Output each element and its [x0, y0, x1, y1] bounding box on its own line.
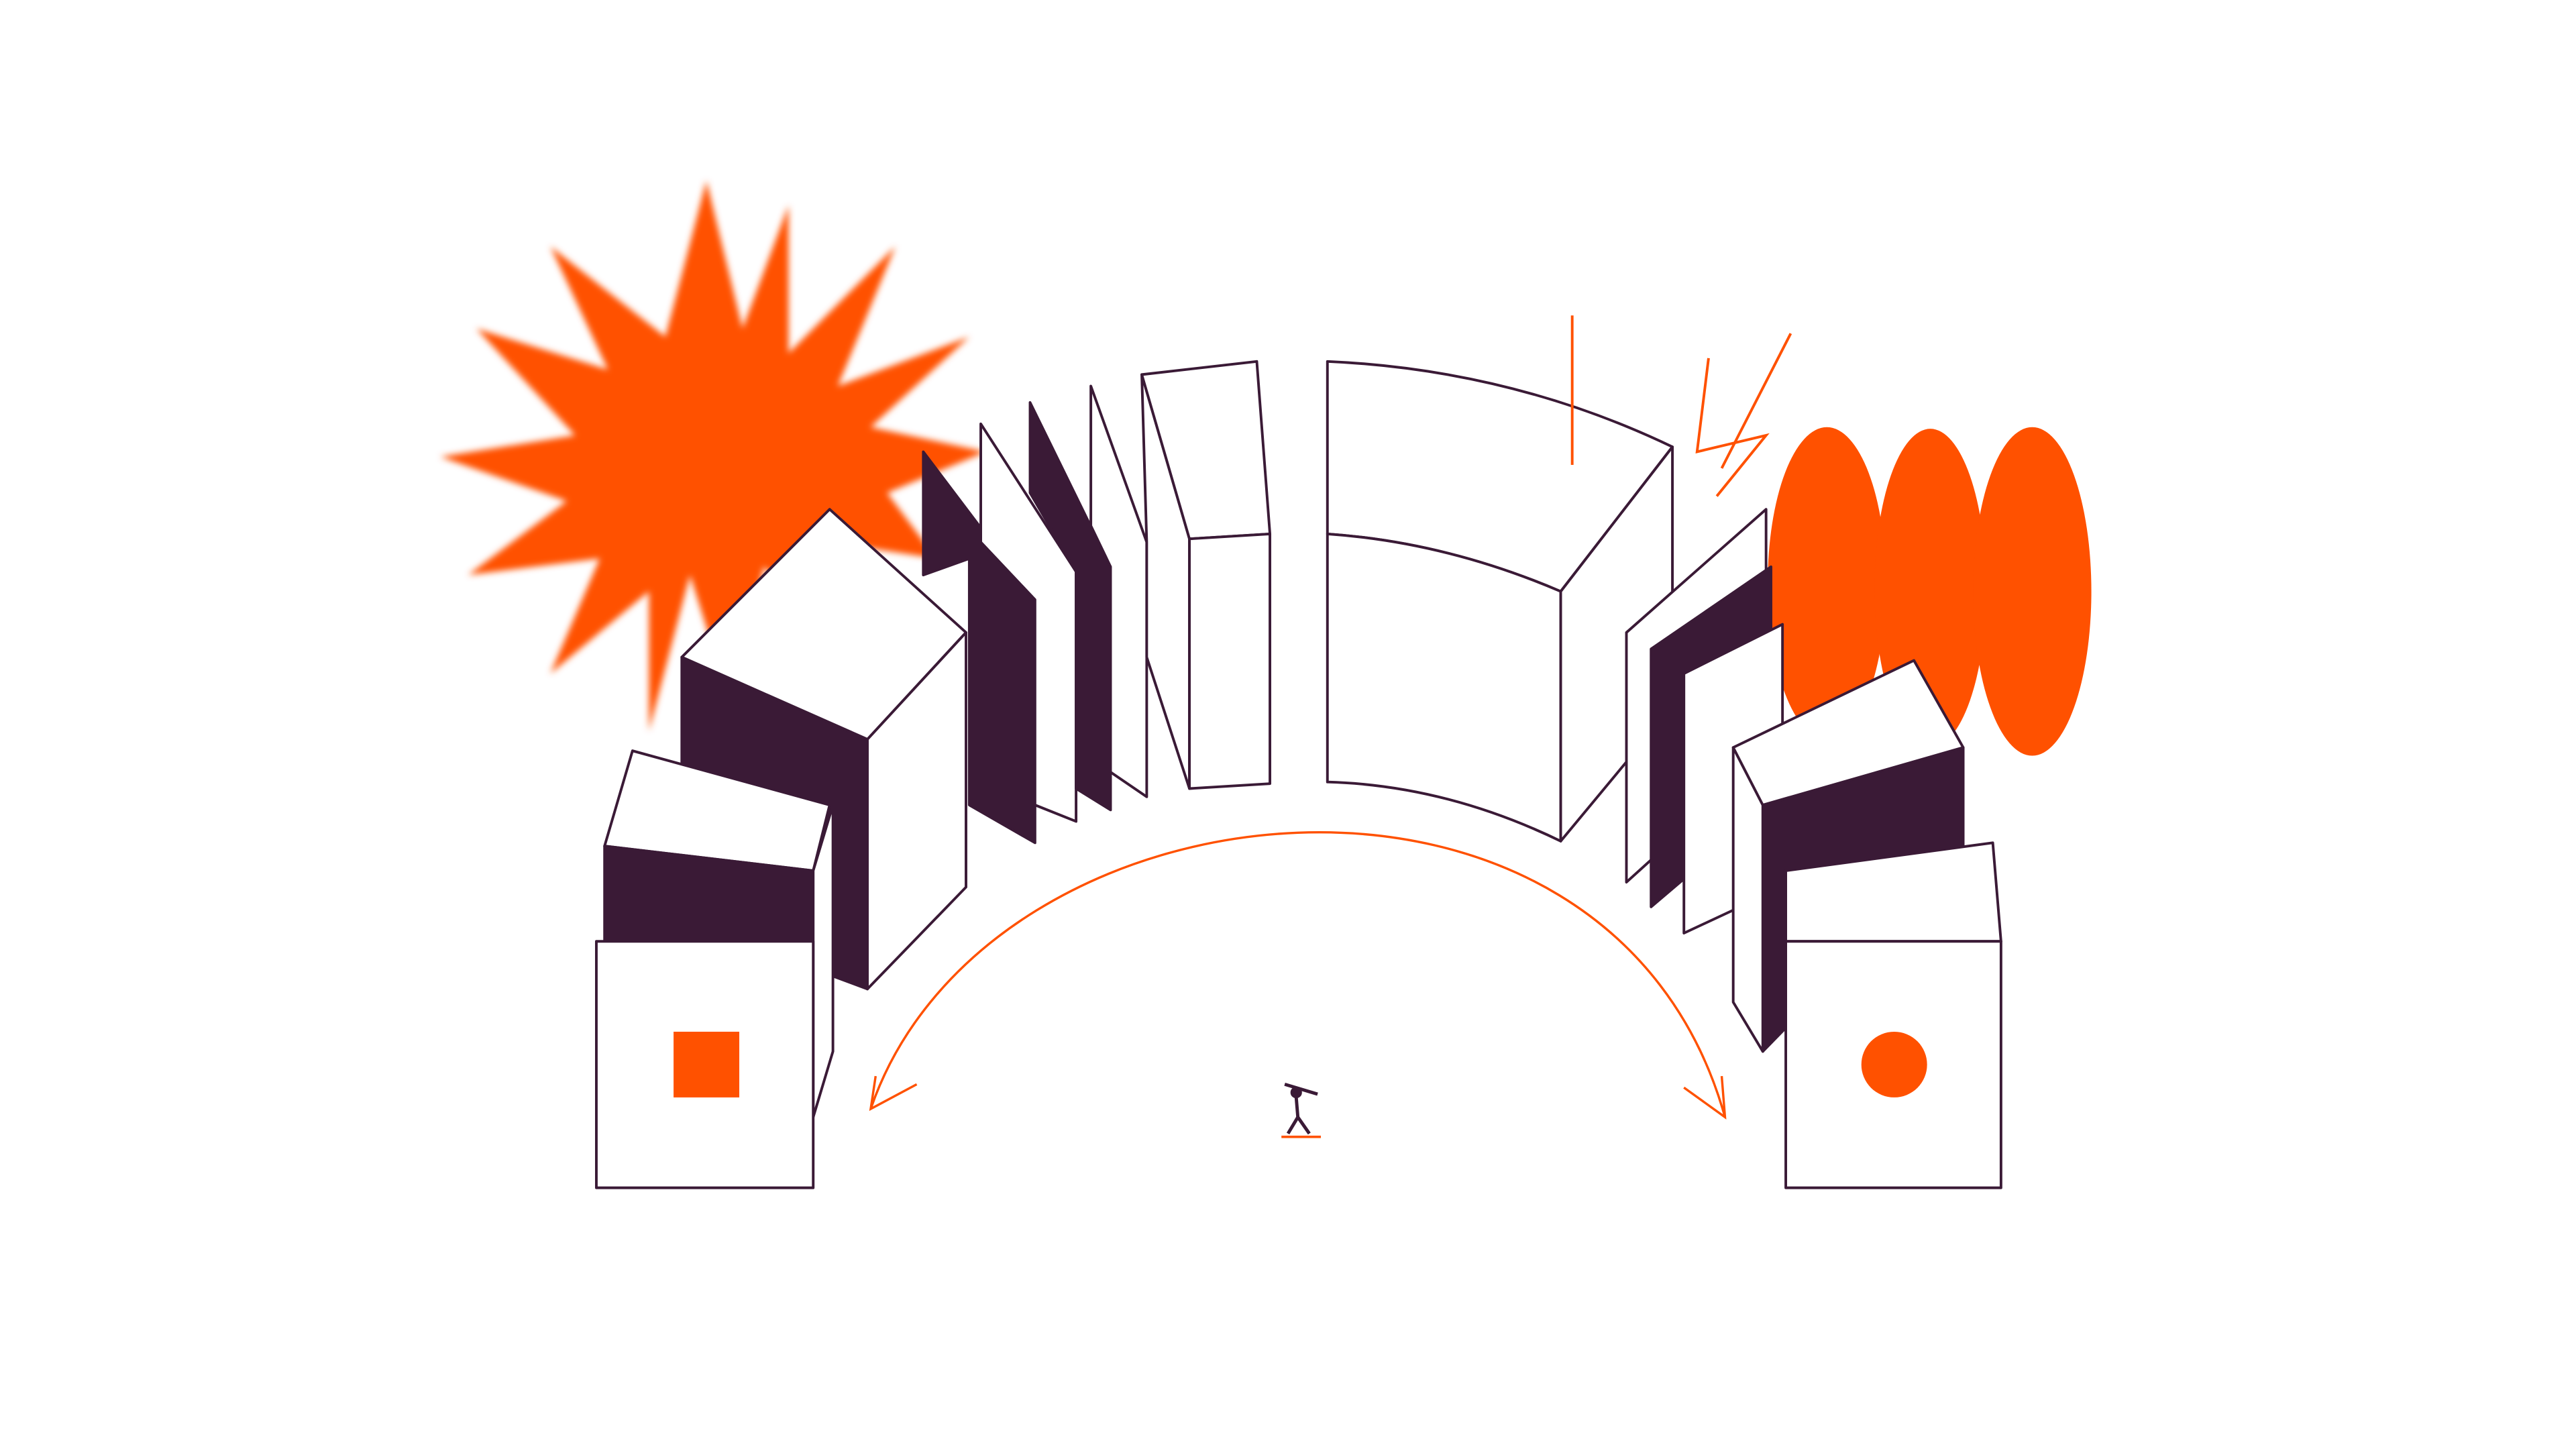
circle-icon: [1861, 1031, 1927, 1097]
center-block: [1326, 360, 1674, 843]
left-house-small: [595, 749, 835, 1189]
orange-ovals: [1768, 427, 2092, 756]
starburst-icon: [440, 180, 986, 731]
person-icon: [1281, 1082, 1321, 1138]
right-house: [1731, 659, 2002, 1189]
oval-3: [1973, 427, 2092, 756]
square-icon: [674, 1031, 740, 1097]
arrow-icon: [869, 831, 1727, 1120]
left-panels: [922, 360, 1272, 845]
spark-lines: [1570, 315, 1792, 497]
oval-1: [1768, 427, 1886, 740]
left-box: [595, 940, 815, 1189]
